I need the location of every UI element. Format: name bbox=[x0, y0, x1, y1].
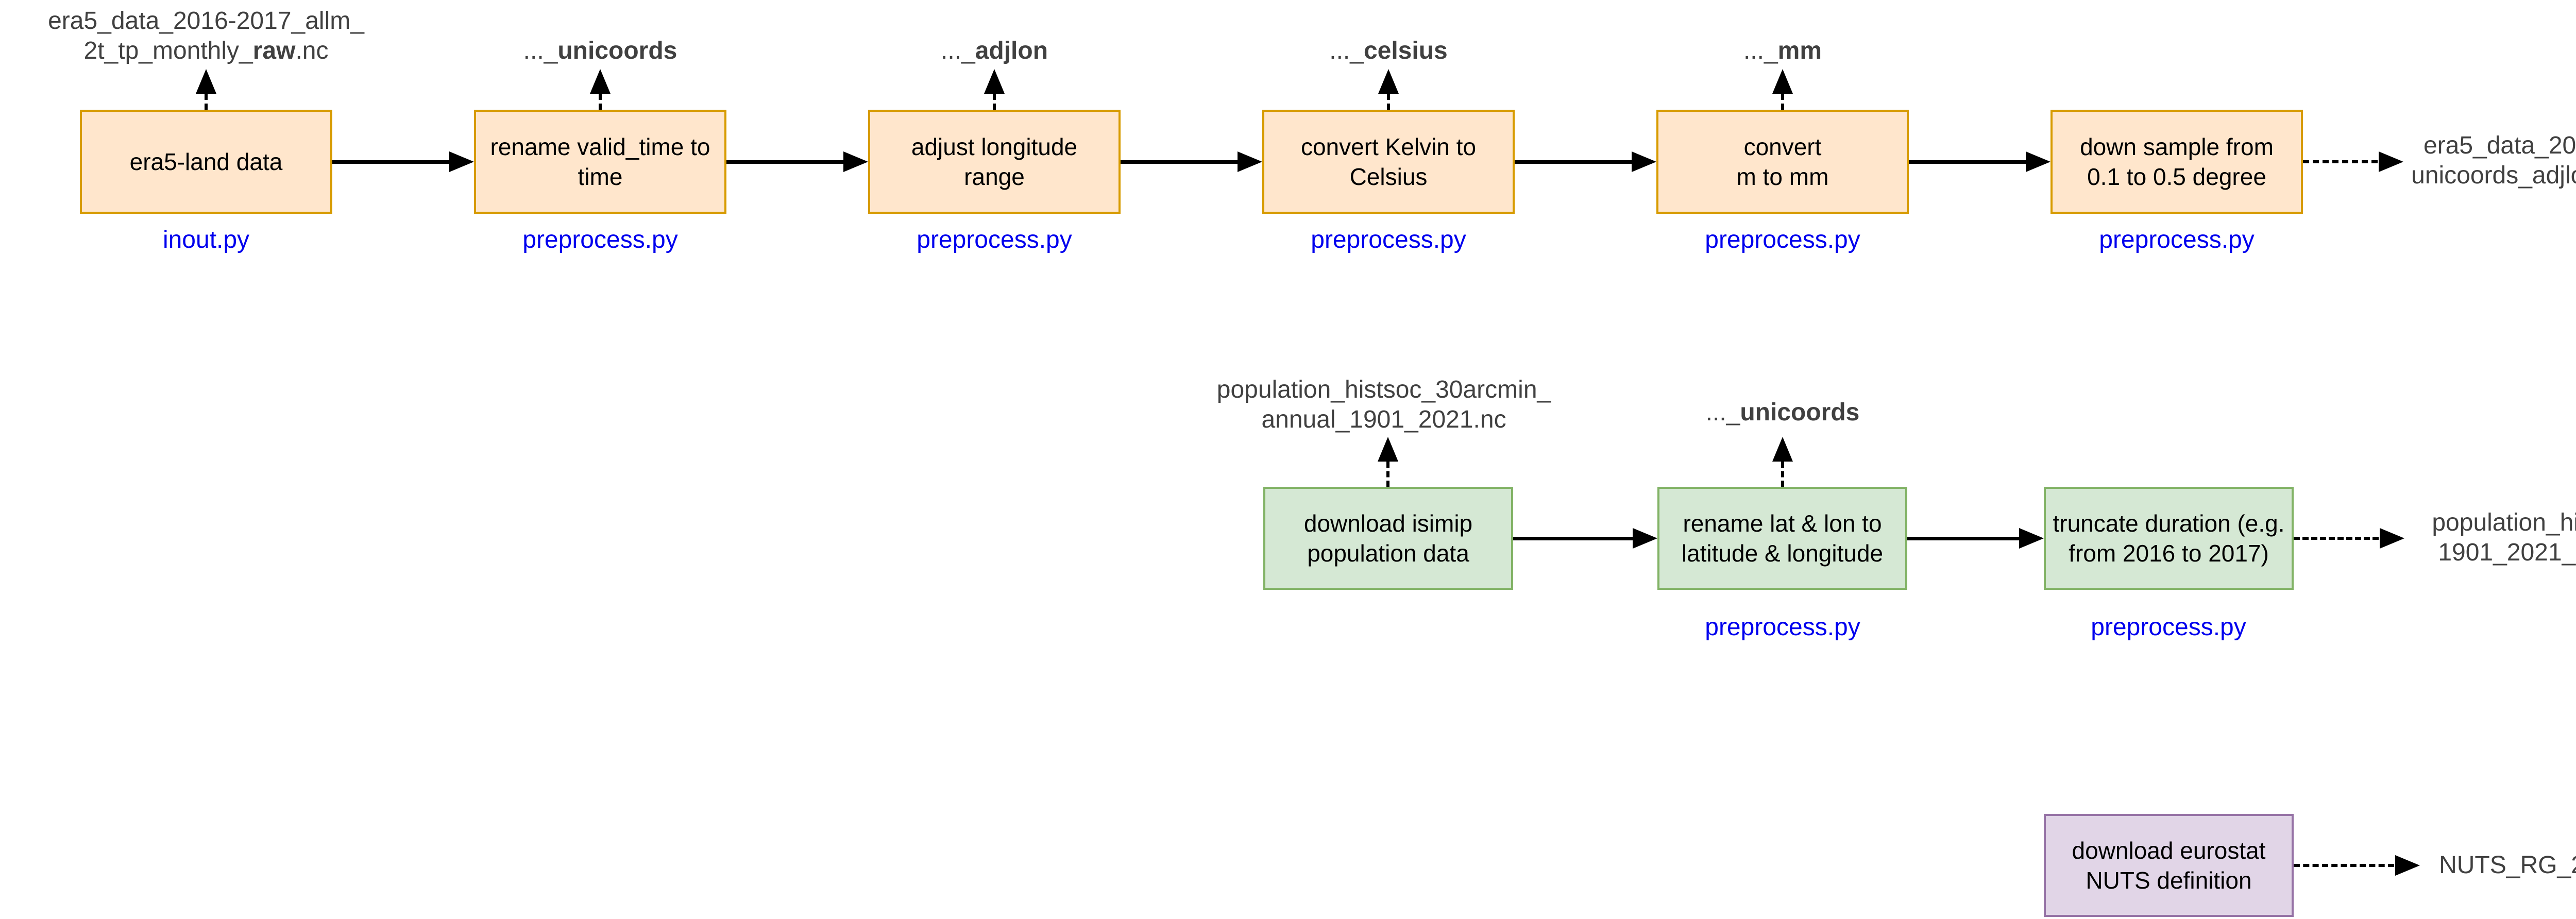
dashed-connector bbox=[1387, 94, 1390, 110]
arrow-right-icon bbox=[2026, 151, 2050, 172]
file-label-population-2016-2017: population_histsoc_30arcmin_annual_ 1901… bbox=[2406, 508, 2576, 568]
arrow-up-icon bbox=[1772, 69, 1793, 94]
script-label-preprocess: preprocess.py bbox=[2099, 226, 2255, 253]
arrow-up-icon bbox=[1772, 437, 1793, 462]
file-label-nuts-shapefile: NUTS_RG_20M_2024_4326.shp.zip bbox=[2419, 850, 2576, 880]
arrow-right-icon bbox=[1633, 528, 1657, 549]
solid-connector bbox=[1515, 160, 1632, 164]
arrow-up-icon bbox=[1378, 437, 1398, 462]
arrow-right-icon bbox=[2019, 528, 2044, 549]
file-label-line: annual_1901_2021.nc bbox=[1261, 406, 1506, 433]
file-label-line: era5_data_2016-2017_allm_2t_tp_monthly_ bbox=[2423, 132, 2576, 159]
file-label-population-raw: population_histsoc_30arcmin_ annual_1901… bbox=[1204, 375, 1564, 435]
file-label-adjlon: ..._adjlon bbox=[940, 37, 1048, 64]
solid-connector bbox=[332, 160, 449, 164]
dashed-connector bbox=[2303, 160, 2378, 163]
solid-connector bbox=[1907, 537, 2019, 540]
dashed-connector bbox=[1781, 94, 1784, 110]
solid-connector bbox=[726, 160, 843, 164]
process-box-era5-land-data: era5-land data bbox=[80, 110, 332, 214]
file-label-line: population_histsoc_30arcmin_annual_ bbox=[2432, 509, 2576, 536]
file-label-unicoords: ..._unicoords bbox=[523, 37, 677, 64]
script-label-preprocess: preprocess.py bbox=[1705, 226, 1860, 253]
file-label-line: population_histsoc_30arcmin_ bbox=[1216, 376, 1551, 403]
dashed-connector bbox=[1781, 462, 1784, 487]
solid-connector bbox=[1513, 537, 1633, 540]
arrow-up-icon bbox=[590, 69, 611, 94]
file-label-line: 2t_tp_monthly_raw.nc bbox=[83, 37, 329, 64]
arrow-up-icon bbox=[196, 69, 216, 94]
arrow-right-icon bbox=[1238, 151, 1262, 172]
arrow-right-icon bbox=[2380, 528, 2404, 549]
file-label-line: NUTS_RG_20M_2024_4326.shp.zip bbox=[2439, 852, 2576, 879]
script-label-preprocess: preprocess.py bbox=[1705, 614, 1860, 641]
file-label-era5-raw: era5_data_2016-2017_allm_ 2t_tp_monthly_… bbox=[26, 6, 386, 66]
file-label-line: unicoords_adjlon_celsius_mm_05deg_trim.n… bbox=[2411, 162, 2576, 189]
script-label-preprocess: preprocess.py bbox=[522, 226, 678, 253]
file-label-unicoords: ..._unicoords bbox=[1705, 399, 1860, 426]
arrow-right-icon bbox=[2379, 151, 2403, 172]
process-box-truncate-duration: truncate duration (e.g.from 2016 to 2017… bbox=[2044, 487, 2294, 590]
dashed-connector bbox=[1386, 462, 1389, 487]
dashed-connector bbox=[993, 94, 996, 110]
file-label-mm: ..._mm bbox=[1743, 37, 1822, 64]
dashed-connector bbox=[599, 94, 602, 110]
dashed-connector bbox=[205, 94, 208, 110]
arrow-right-icon bbox=[2395, 855, 2420, 876]
solid-connector bbox=[1909, 160, 2026, 164]
file-label-line: 1901_2021_unicoords_2016-2017.nc bbox=[2438, 539, 2576, 566]
arrow-right-icon bbox=[843, 151, 868, 172]
dashed-connector bbox=[2294, 864, 2394, 867]
script-label-preprocess: preprocess.py bbox=[917, 226, 1072, 253]
script-label-preprocess: preprocess.py bbox=[2091, 614, 2246, 641]
arrow-up-icon bbox=[1378, 69, 1399, 94]
file-label-line: era5_data_2016-2017_allm_ bbox=[48, 7, 364, 35]
arrow-right-icon bbox=[449, 151, 474, 172]
arrow-right-icon bbox=[1632, 151, 1656, 172]
solid-connector bbox=[1121, 160, 1238, 164]
file-label-era5-05deg-trim: era5_data_2016-2017_allm_2t_tp_monthly_ … bbox=[2411, 131, 2576, 191]
script-label-inout: inout.py bbox=[162, 226, 250, 253]
file-label-celsius: ..._celsius bbox=[1329, 37, 1448, 64]
dashed-connector bbox=[2294, 537, 2379, 540]
arrow-up-icon bbox=[984, 69, 1005, 94]
script-label-preprocess: preprocess.py bbox=[1311, 226, 1466, 253]
